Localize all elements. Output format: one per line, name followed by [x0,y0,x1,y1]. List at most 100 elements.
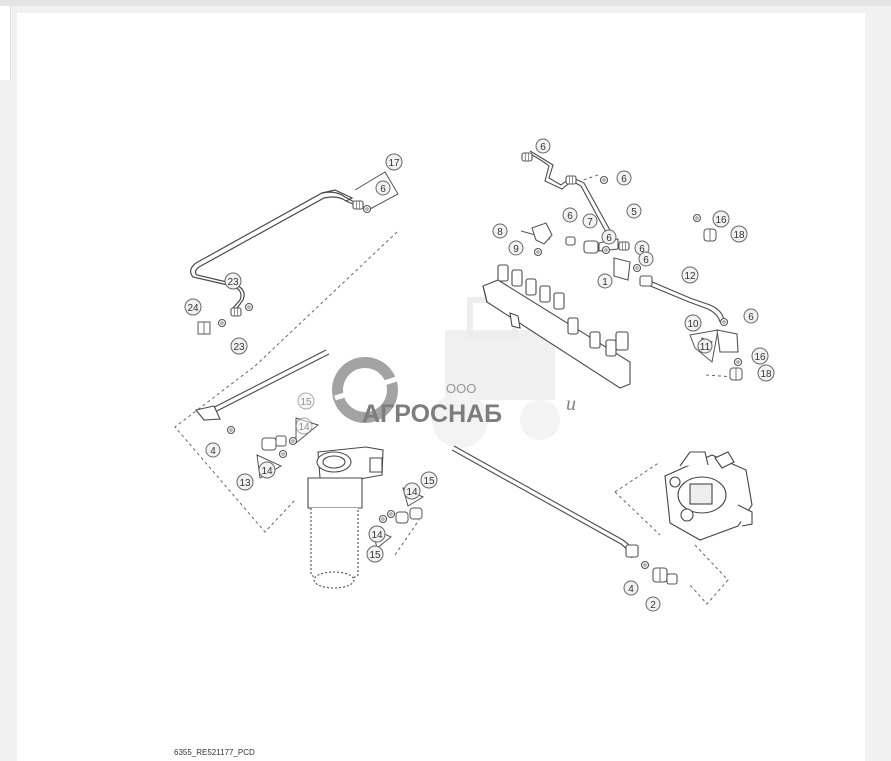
cap-18a [703,228,717,242]
pipe-12 [639,275,725,323]
svg-text:6: 6 [639,244,645,255]
nut-6-mid [565,175,577,185]
footer-code: 6355_RE521177_PCD [174,748,255,757]
svg-text:14: 14 [298,422,310,433]
callout-6-d: 6 [601,229,617,245]
callout-10: 10 [684,314,702,332]
callout-6-g: 6 [743,308,759,324]
watermark-brand: АГРОСНАБ [362,400,502,428]
svg-text:7: 7 [587,217,593,228]
svg-text:18: 18 [733,230,745,241]
left-panel-edge [0,6,11,80]
callout-14-c: 14 [403,482,421,500]
callout-16-b: 16 [751,347,769,365]
svg-text:11: 11 [700,342,711,353]
watermark-company: ООО [446,381,476,396]
callout-18-a: 18 [730,225,748,243]
svg-text:15: 15 [300,397,312,408]
svg-text:9: 9 [513,244,519,255]
svg-text:13: 13 [239,478,251,489]
bracket-17 [354,171,399,210]
svg-text:6: 6 [380,184,386,195]
rail-ports [497,264,629,357]
washer-6a [362,204,372,214]
callout-9: 9 [508,240,524,256]
svg-text:6: 6 [748,312,754,323]
callout-13: 13 [236,473,254,491]
washer-6d [719,317,729,327]
svg-text:12: 12 [684,271,696,282]
svg-text:10: 10 [687,319,699,330]
svg-text:6: 6 [540,142,546,153]
watermark-logo: ООО АГРОСНАБ u [332,297,576,448]
fuel-rail [482,264,631,389]
watermark-tail: u [566,393,576,415]
callout-1: 1 [597,273,613,289]
fittings-7-8-9 [531,222,630,257]
left-group-outline [174,231,398,533]
svg-text:15: 15 [369,550,381,561]
washer-6c [632,263,642,273]
svg-text:14: 14 [406,487,418,498]
svg-text:17: 17 [388,158,400,169]
callout-7: 7 [582,213,598,229]
washer-6-top [599,175,609,185]
svg-text:1: 1 [602,277,608,288]
pipe-17 [190,189,361,312]
pump-group-outline [614,461,729,605]
callout-24: 24 [184,298,202,316]
washer-4a [226,425,236,435]
callout-14-d: 14 [368,525,386,543]
callouts: 6 6 6 6 6 6 6 5 [184,138,775,612]
bracket-10 [689,329,719,363]
svg-text:6: 6 [606,233,612,244]
top-bar [0,0,891,6]
callout-5: 5 [626,203,642,219]
callout-6-top: 6 [535,138,551,154]
svg-text:4: 4 [210,446,216,457]
fuel-filter [307,446,384,589]
callout-15-b: 15 [420,471,438,489]
callout-16-a: 16 [712,210,730,228]
fittings-13-14 [261,435,423,524]
svg-text:18: 18 [760,369,772,380]
callout-17: 17 [385,153,403,171]
callout-2: 2 [645,596,661,612]
callout-6-e: 6 [634,240,650,256]
svg-text:4: 4 [628,584,634,595]
fuel-pump [664,451,753,541]
callout-6-c: 6 [562,207,578,223]
svg-text:24: 24 [187,303,199,314]
small-dash-1 [582,174,599,181]
washer-23b [217,318,227,328]
supply-pipe [451,445,639,559]
fitting-2 [652,567,678,585]
callout-14-a: 14 [295,417,313,435]
svg-text:23: 23 [227,277,239,288]
callout-23-a: 23 [224,272,242,290]
callout-15-c: 15 [366,545,384,563]
nut-17 [352,200,364,210]
return-pipe [195,349,330,421]
svg-text:6: 6 [567,211,573,222]
svg-text:15: 15 [423,476,435,487]
callout-15-a: 15 [297,392,315,410]
svg-text:14: 14 [371,530,383,541]
callout-4-b: 4 [623,580,639,596]
svg-text:6: 6 [643,255,649,266]
washer-4b [640,560,650,570]
svg-text:2: 2 [650,600,656,611]
svg-text:23: 23 [233,342,245,353]
callout-4-a: 4 [205,442,221,458]
callout-14-b: 14 [258,461,276,479]
svg-text:6: 6 [621,174,627,185]
callout-6-b: 6 [616,170,632,186]
filter-link-outline [394,519,420,556]
svg-text:16: 16 [754,352,766,363]
callout-11: 11 [697,338,713,354]
callout-12: 12 [681,266,699,284]
banjo-bolt-24 [197,321,211,335]
svg-text:8: 8 [497,227,503,238]
cap-18b [729,367,743,381]
callout-18-b: 18 [757,364,775,382]
